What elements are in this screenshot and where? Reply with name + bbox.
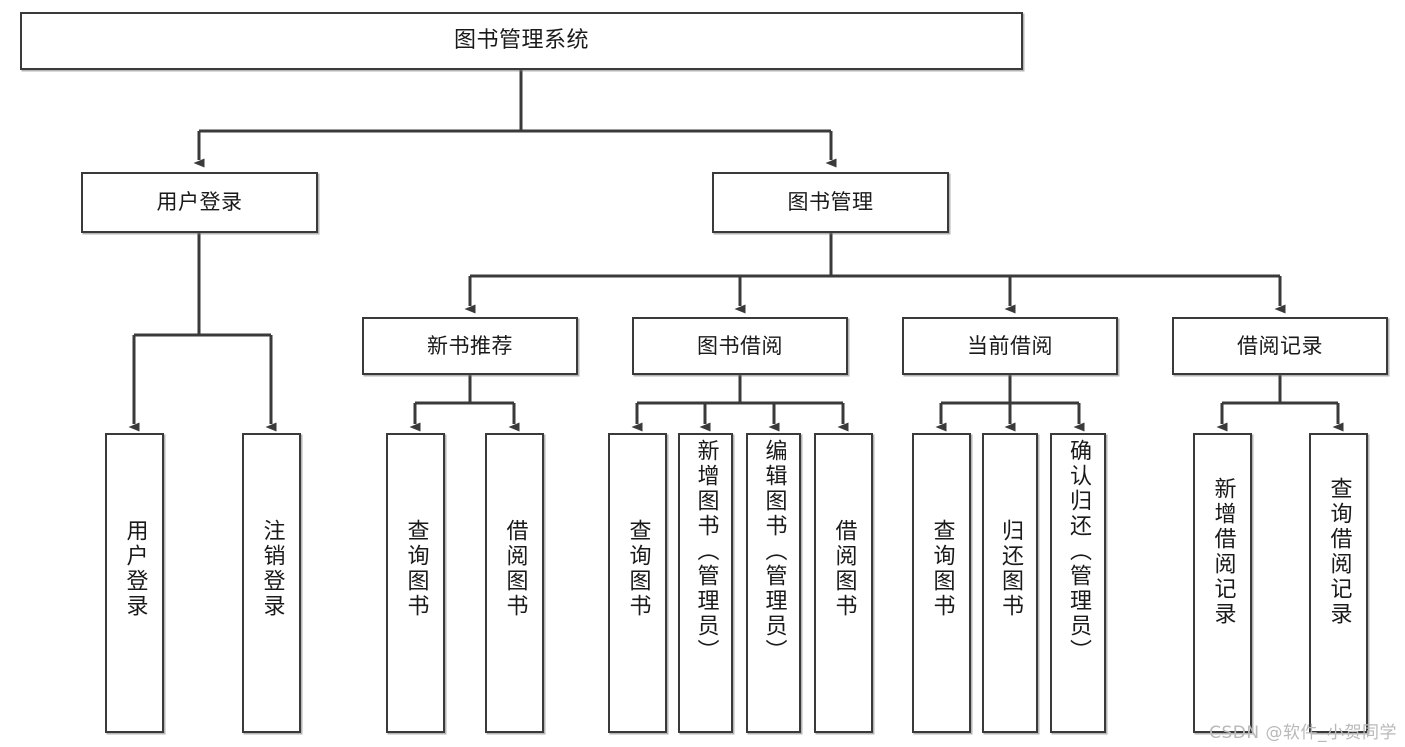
node-leaf-logout-label: 注销登录 <box>259 519 285 619</box>
node-leaf-borrow-book-2[interactable]: 借阅图书 <box>814 433 873 733</box>
node-leaf-add-book-label: 新增图书（管理员） <box>693 439 719 664</box>
node-leaf-return-book-label: 归还图书 <box>998 519 1023 619</box>
node-leaf-edit-book-label: 编辑图书（管理员） <box>761 439 787 664</box>
node-new-book-rec[interactable]: 新书推荐 <box>362 317 578 375</box>
node-root[interactable]: 图书管理系统 <box>20 12 1023 70</box>
node-leaf-query-book-3[interactable]: 查询图书 <box>912 433 971 733</box>
node-leaf-add-book[interactable]: 新增图书（管理员） <box>678 433 733 733</box>
node-leaf-user-login[interactable]: 用户登录 <box>105 433 164 733</box>
node-borrow-record[interactable]: 借阅记录 <box>1172 317 1388 375</box>
node-book-borrow-label: 图书借阅 <box>697 333 783 358</box>
node-leaf-borrow-book-1-label: 借阅图书 <box>502 519 528 619</box>
watermark: CSDN @软件_小贺同学 <box>1209 723 1397 743</box>
node-leaf-query-book-1-label: 查询图书 <box>403 519 429 619</box>
node-new-book-rec-label: 新书推荐 <box>427 333 513 358</box>
node-leaf-borrow-book-2-label: 借阅图书 <box>831 519 857 619</box>
node-leaf-query-record-label: 查询借阅记录 <box>1326 477 1352 627</box>
node-leaf-confirm-return[interactable]: 确认归还（管理员） <box>1050 433 1106 733</box>
node-current-borrow[interactable]: 当前借阅 <box>902 317 1118 375</box>
node-book-manage-label: 图书管理 <box>787 190 874 215</box>
node-borrow-record-label: 借阅记录 <box>1237 333 1323 358</box>
node-leaf-query-book-2-label: 查询图书 <box>625 519 651 619</box>
node-leaf-query-book-3-label: 查询图书 <box>929 519 955 619</box>
node-leaf-borrow-book-1[interactable]: 借阅图书 <box>485 433 544 733</box>
node-leaf-query-book-2[interactable]: 查询图书 <box>608 433 667 733</box>
node-current-borrow-label: 当前借阅 <box>967 333 1053 358</box>
node-leaf-edit-book[interactable]: 编辑图书（管理员） <box>746 433 801 733</box>
node-leaf-return-book[interactable]: 归还图书 <box>982 433 1038 733</box>
node-book-borrow[interactable]: 图书借阅 <box>632 317 848 375</box>
node-leaf-query-record[interactable]: 查询借阅记录 <box>1309 433 1368 733</box>
node-user-login-label: 用户登录 <box>156 190 243 215</box>
node-leaf-query-book-1[interactable]: 查询图书 <box>386 433 445 733</box>
node-leaf-confirm-return-label: 确认归还（管理员） <box>1066 439 1091 664</box>
node-user-login[interactable]: 用户登录 <box>81 172 318 233</box>
node-leaf-logout[interactable]: 注销登录 <box>242 433 301 733</box>
node-book-manage[interactable]: 图书管理 <box>712 172 949 233</box>
node-leaf-add-record-label: 新增借阅记录 <box>1210 477 1236 627</box>
node-leaf-user-login-label: 用户登录 <box>122 519 148 619</box>
node-leaf-add-record[interactable]: 新增借阅记录 <box>1193 433 1252 733</box>
node-root-label: 图书管理系统 <box>453 28 589 54</box>
